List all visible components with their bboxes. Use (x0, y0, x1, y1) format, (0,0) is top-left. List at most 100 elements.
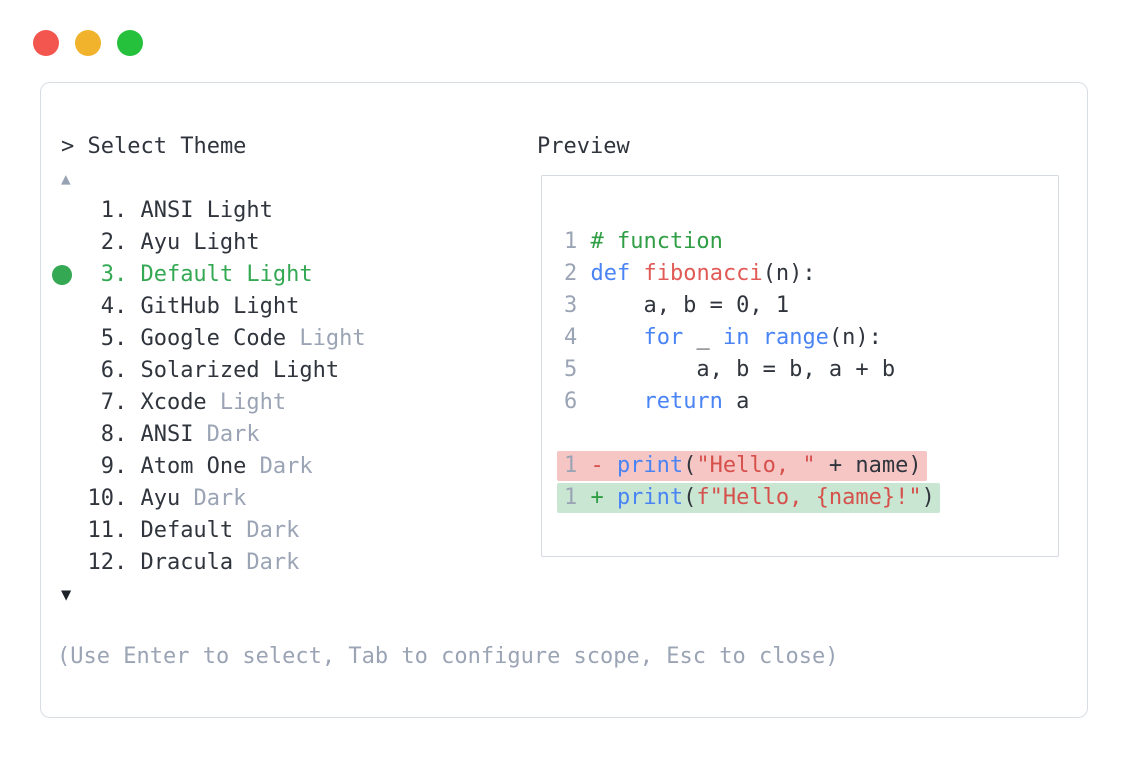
code-token: ( (683, 485, 697, 510)
line-number: 4 (564, 325, 578, 350)
line-number: 6 (564, 389, 578, 414)
theme-label-dim: Dark (246, 454, 313, 479)
minimize-button[interactable] (75, 30, 101, 56)
code-token: a, b = 0, 1 (590, 293, 790, 318)
line-number: 3 (564, 293, 578, 318)
code-token (749, 325, 762, 350)
theme-label-dim: Dark (193, 422, 260, 447)
code-token: # function (590, 229, 723, 254)
theme-option-solarized-light[interactable]: 6. Solarized Light (61, 355, 366, 387)
theme-option-ansi-light[interactable]: 1. ANSI Light (61, 195, 366, 227)
line-number: 5 (564, 357, 578, 382)
theme-number: 8. (100, 422, 128, 447)
diff-removed-highlight: 1-print("Hello, " + name) (557, 451, 927, 481)
theme-label: Default (140, 518, 234, 543)
code-token: ) (921, 485, 935, 510)
theme-number: 7. (100, 390, 128, 415)
code-token: print (616, 453, 684, 478)
code-token: f"Hello, {name}!" (696, 485, 922, 510)
theme-number: 9. (100, 454, 128, 479)
theme-label: Ayu (140, 486, 181, 511)
preview-title: Preview (537, 134, 630, 159)
scroll-up-icon[interactable]: ▲ (61, 169, 71, 188)
theme-label: Ayu Light (140, 230, 260, 255)
code-token: def (590, 261, 631, 286)
scroll-down-icon[interactable]: ▼ (61, 585, 72, 605)
diff-added-highlight: 1 + print(f"Hello, {name}!") (557, 483, 940, 513)
theme-label: Solarized Light (140, 358, 340, 383)
theme-option-github-light[interactable]: 4. GitHub Light (61, 291, 366, 323)
theme-number: 11. (87, 518, 128, 543)
theme-option-dracula-dark[interactable]: 12. Dracula Dark (61, 547, 366, 579)
theme-number: 1. (100, 198, 128, 223)
theme-number: 4. (100, 294, 128, 319)
code-token (590, 389, 643, 414)
theme-number: 10. (87, 486, 128, 511)
code-token: for (643, 325, 684, 350)
code-token: "Hello, " (696, 453, 816, 478)
theme-label-dim: Dark (180, 486, 247, 511)
diff-minus-sign: - (590, 453, 604, 478)
theme-option-default-light[interactable]: 3. Default Light (52, 259, 366, 291)
code-token: a, b = b, a + b (590, 357, 896, 382)
code-token: (n): (828, 325, 882, 350)
theme-label: Atom One (140, 454, 247, 479)
code-token: in (722, 325, 750, 350)
line-number: 2 (564, 261, 578, 286)
line-number: 1 (564, 485, 578, 510)
code-token: _ (683, 325, 723, 350)
close-button[interactable] (33, 30, 59, 56)
theme-option-ayu-light[interactable]: 2. Ayu Light (61, 227, 366, 259)
code-token: a (722, 389, 750, 414)
theme-number: 6. (100, 358, 128, 383)
theme-label-dim: Light (286, 326, 366, 351)
theme-list-column: > Select Theme ▲ 1. ANSI Light 2. Ayu Ligh… (52, 131, 366, 611)
diff-removed-line: 1-print("Hello, " + name) (557, 450, 1058, 482)
theme-label-dim: Dark (233, 550, 300, 575)
theme-label: ANSI (140, 422, 194, 447)
code-token: print (616, 485, 684, 510)
theme-option-xcode-light[interactable]: 7. Xcode Light (61, 387, 366, 419)
code-line: 4 for _ in range(n): (564, 322, 1058, 354)
theme-option-ansi-dark[interactable]: 8. ANSI Dark (61, 419, 366, 451)
code-token (630, 261, 643, 286)
code-line: 6 return a (564, 386, 1058, 418)
theme-option-atom-one-dark[interactable]: 9. Atom One Dark (61, 451, 366, 483)
theme-option-default-dark[interactable]: 11. Default Dark (61, 515, 366, 547)
theme-label: GitHub Light (140, 294, 300, 319)
blank-line (564, 418, 1058, 450)
line-number: 1 (564, 453, 578, 478)
theme-label-dim: Dark (233, 518, 300, 543)
theme-label: Xcode (140, 390, 207, 415)
diff-plus-sign: + (590, 485, 604, 510)
theme-number: 5. (100, 326, 128, 351)
prompt-title: > Select Theme (61, 134, 247, 159)
theme-option-ayu-dark[interactable]: 10. Ayu Dark (61, 483, 366, 515)
theme-number: 2. (100, 230, 128, 255)
code-token: return (643, 389, 723, 414)
theme-label: Default Light (140, 262, 313, 287)
code-line: 5 a, b = b, a + b (564, 354, 1058, 386)
theme-number: 12. (87, 550, 128, 575)
theme-label: Google Code (140, 326, 287, 351)
theme-label: ANSI Light (140, 198, 273, 223)
code-line: 3 a, b = 0, 1 (564, 290, 1058, 322)
code-line: 1 # function (564, 226, 1058, 258)
code-token: range (762, 325, 829, 350)
code-token (590, 325, 643, 350)
line-number: 1 (564, 229, 578, 254)
code-token: (n): (762, 261, 816, 286)
theme-number: 3. (100, 262, 128, 287)
keyboard-hint: (Use Enter to select, Tab to configure s… (57, 644, 839, 669)
code-line: 2 def fibonacci(n): (564, 258, 1058, 290)
code-token: fibonacci (643, 261, 763, 286)
zoom-button[interactable] (117, 30, 143, 56)
theme-label-dim: Light (206, 390, 287, 415)
theme-option-google-code-light[interactable]: 5. Google Code Light (61, 323, 366, 355)
theme-label: Dracula (140, 550, 234, 575)
code-token: + name) (815, 453, 922, 478)
code-token: ( (683, 453, 697, 478)
selection-dot-icon (52, 265, 72, 285)
